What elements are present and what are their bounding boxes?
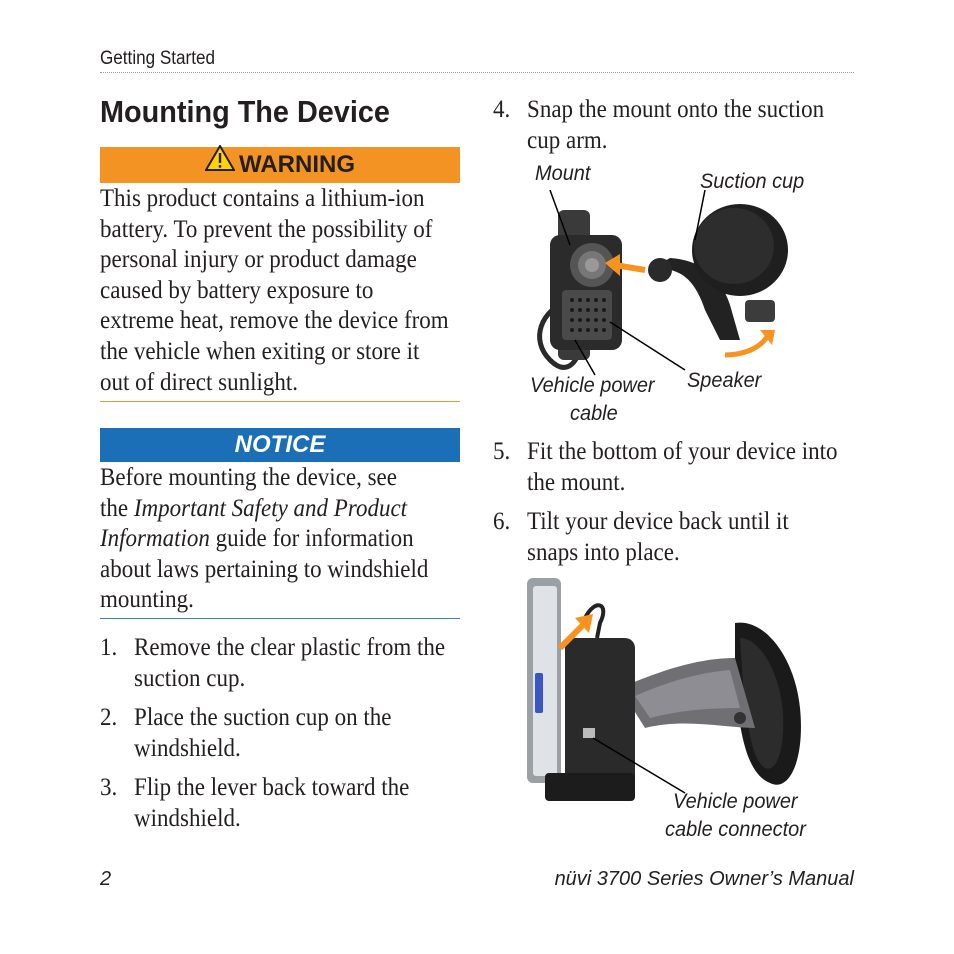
step-text: Tilt your device back until it snaps into… <box>527 507 789 568</box>
vehicle-power-cable-connector-label-2: cable connector <box>665 818 806 841</box>
step-line: Flip the lever back toward the <box>134 774 410 801</box>
step-line: Fit the bottom of your device into <box>527 438 838 465</box>
step-number: 6. <box>493 508 511 535</box>
step-line: windshield. <box>134 804 241 832</box>
guide-title: Important Safety and Product <box>133 494 408 522</box>
warning-text: This product contains a lithium-ion batt… <box>100 184 449 398</box>
step-line: windshield. <box>134 734 241 762</box>
warning-triangle-icon <box>204 144 236 182</box>
warning-label: WARNING <box>239 151 355 178</box>
step-text: Fit the bottom of your device into the mo… <box>527 437 837 498</box>
step-number: 5. <box>493 438 511 465</box>
notice-label: NOTICE <box>234 431 326 458</box>
warning-line: This product contains a lithium-ion <box>100 185 425 212</box>
step-item: 1. Remove the clear plastic from the suct… <box>100 633 450 695</box>
suction-cup-label: Suction cup <box>700 170 805 193</box>
speaker-label: Speaker <box>687 369 762 392</box>
warning-line: battery. To prevent the possibility of <box>100 215 433 243</box>
device-in-mount-illustration <box>527 578 801 801</box>
notice-divider <box>100 618 460 619</box>
page-number: 2 <box>100 868 112 890</box>
step-item: 2. Place the suction cup on the windshiel… <box>100 703 450 765</box>
manual-title: nüvi 3700 Series Owner’s Manual <box>554 868 854 890</box>
warning-line: extreme heat, remove the device from <box>100 307 449 335</box>
step-number: 4. <box>493 96 511 123</box>
notice-line: the Important Safety and Product <box>100 494 428 525</box>
step-item: 3. Flip the lever back toward the windshi… <box>100 773 450 835</box>
step-item: 5. Fit the bottom of your device into the… <box>493 437 843 499</box>
step-line: snaps into place. <box>527 538 680 566</box>
step-number: 2. <box>100 704 118 731</box>
step-line: suction cup. <box>134 664 246 692</box>
notice-banner: NOTICE <box>100 428 460 462</box>
mount-label: Mount <box>535 162 591 185</box>
step-item: 4. Snap the mount onto the suction cup ar… <box>493 95 843 157</box>
step-line: the mount. <box>527 468 626 496</box>
warning-line: out of direct sunlight. <box>100 368 299 396</box>
notice-line: about laws pertaining to windshield <box>100 555 429 583</box>
section-header: Getting Started <box>100 48 216 69</box>
step-text: Snap the mount onto the suction cup arm. <box>527 95 824 156</box>
warning-line: personal injury or product damage <box>100 246 417 274</box>
step-text: Place the suction cup on the windshield. <box>134 703 391 764</box>
step-text: Remove the clear plastic from the suction… <box>134 633 445 694</box>
warning-line: caused by battery exposure to <box>100 276 374 304</box>
page-title: Mounting The Device <box>100 94 390 129</box>
notice-text-fragment: the <box>100 494 134 522</box>
step-line: Tilt your device back until it <box>527 508 789 535</box>
notice-line: mounting. <box>100 586 194 614</box>
step-number: 3. <box>100 774 118 801</box>
warning-line: the vehicle when exiting or store it <box>100 337 420 365</box>
header-divider <box>100 72 854 73</box>
step-item: 6. Tilt your device back until it snaps i… <box>493 507 843 569</box>
notice-text: Before mounting the device, see the Impo… <box>100 463 428 616</box>
notice-line: Information guide for information <box>100 524 428 555</box>
step-line: Snap the mount onto the suction <box>527 96 825 123</box>
mount-suction-cup-illustration <box>537 190 788 376</box>
step-line: cup arm. <box>527 126 608 154</box>
step-line: Place the suction cup on the <box>134 704 392 731</box>
guide-title: Information <box>100 525 210 553</box>
warning-divider <box>100 401 460 402</box>
notice-text-fragment: guide for information <box>209 525 414 553</box>
notice-line: Before mounting the device, see <box>100 464 397 491</box>
vehicle-power-cable-label-2: cable <box>570 402 618 425</box>
vehicle-power-cable-label: Vehicle power <box>530 374 655 397</box>
step-line: Remove the clear plastic from the <box>134 634 446 661</box>
step-number: 1. <box>100 634 118 661</box>
vehicle-power-cable-connector-label: Vehicle power <box>673 790 798 813</box>
step-text: Flip the lever back toward the windshield… <box>134 773 409 834</box>
warning-banner: WARNING <box>100 144 460 183</box>
